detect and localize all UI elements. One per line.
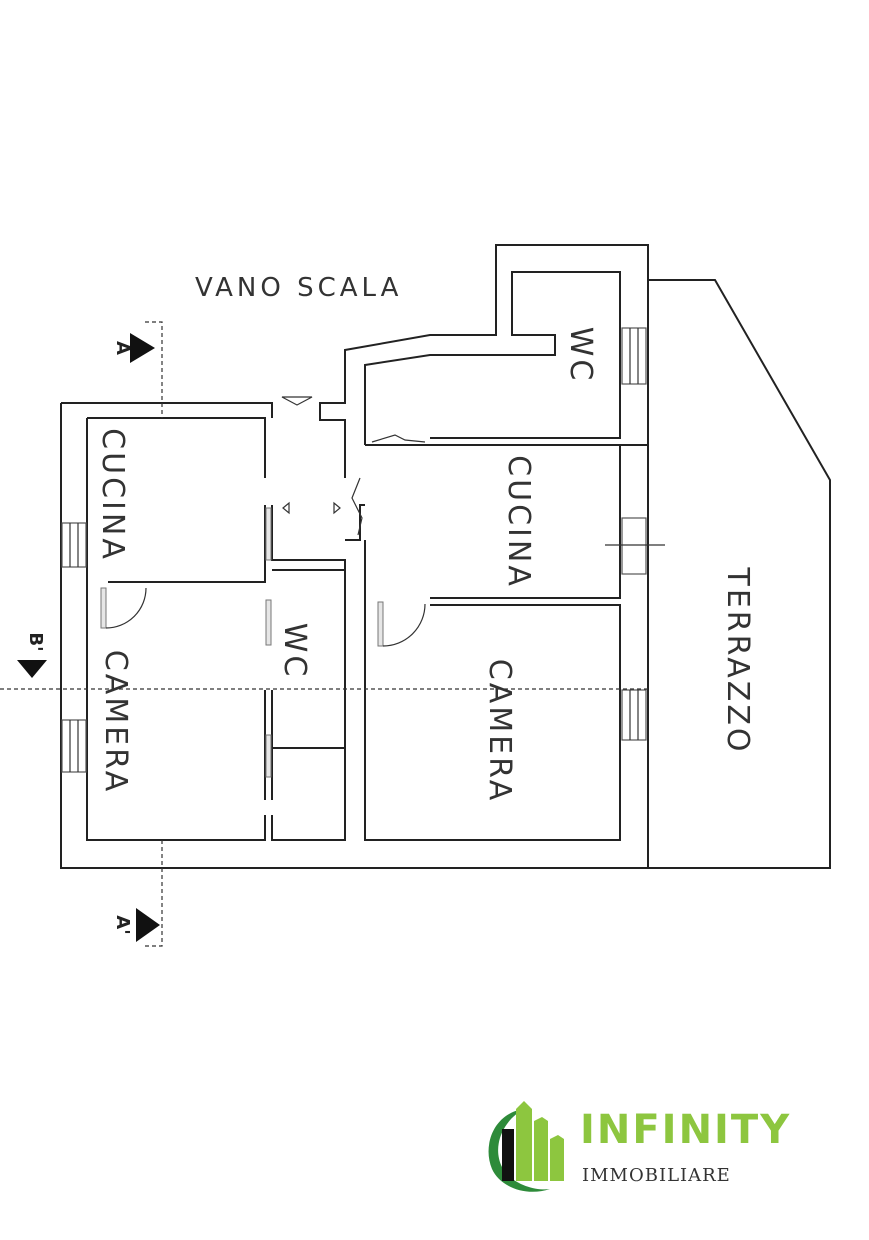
section-label-a-top: A xyxy=(112,341,133,355)
section-label-a-bottom: A' xyxy=(112,915,133,934)
section-label-b: B' xyxy=(25,632,46,651)
brand-subtitle: IMMOBILIARE xyxy=(582,1165,731,1186)
stair-hall xyxy=(281,244,649,541)
section-markers: A A' B' xyxy=(0,321,648,947)
label-wc-right: WC xyxy=(563,327,598,384)
logo-emblem-icon xyxy=(488,1101,564,1192)
label-camera-left: CAMERA xyxy=(98,650,133,794)
section-arrow-a-bottom xyxy=(136,908,160,942)
terrace xyxy=(648,279,831,869)
right-apartment xyxy=(364,280,665,868)
section-arrow-b xyxy=(17,660,47,678)
brand-name: INFINITY xyxy=(580,1107,792,1153)
room-labels: VANO SCALA CUCINA CAMERA WC WC CUCINA CA… xyxy=(95,273,755,803)
brand-logo: INFINITY IMMOBILIARE xyxy=(480,1095,789,1200)
label-cucina-left: CUCINA xyxy=(95,428,130,562)
label-terrazzo: TERRAZZO xyxy=(720,567,755,755)
label-wc-left: WC xyxy=(277,623,312,680)
section-arrow-a-top xyxy=(130,333,155,363)
label-cucina-right: CUCINA xyxy=(501,455,536,589)
label-camera-right: CAMERA xyxy=(482,659,517,803)
label-vano-scala: VANO SCALA xyxy=(195,273,402,303)
left-apartment xyxy=(60,402,648,869)
